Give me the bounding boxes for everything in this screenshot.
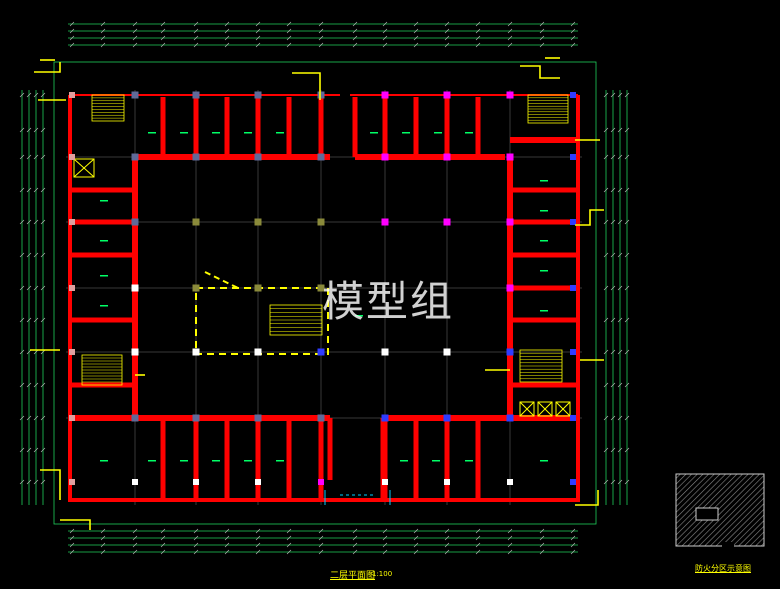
dimension-lines	[21, 23, 628, 553]
room-partitions	[72, 97, 576, 500]
stair-top-left	[91, 94, 125, 122]
inset-diagram-title: 防火分区示意图	[695, 564, 751, 573]
shafts	[73, 158, 571, 417]
structural-columns	[69, 91, 576, 485]
entrance-markers	[324, 490, 391, 505]
atrium-callout-line	[204, 271, 239, 289]
watermark-text: 模型组	[322, 277, 455, 326]
annotation-leaders	[30, 57, 604, 530]
drawing-scale: 1:100	[372, 570, 393, 578]
dimension-ticks	[19, 21, 630, 555]
drawing-title: 二层平面图	[330, 571, 376, 581]
stair-treads	[82, 97, 568, 383]
fire-zone-inset-diagram	[675, 473, 765, 548]
room-labels	[100, 132, 548, 462]
atrium-void-outline	[195, 287, 329, 355]
